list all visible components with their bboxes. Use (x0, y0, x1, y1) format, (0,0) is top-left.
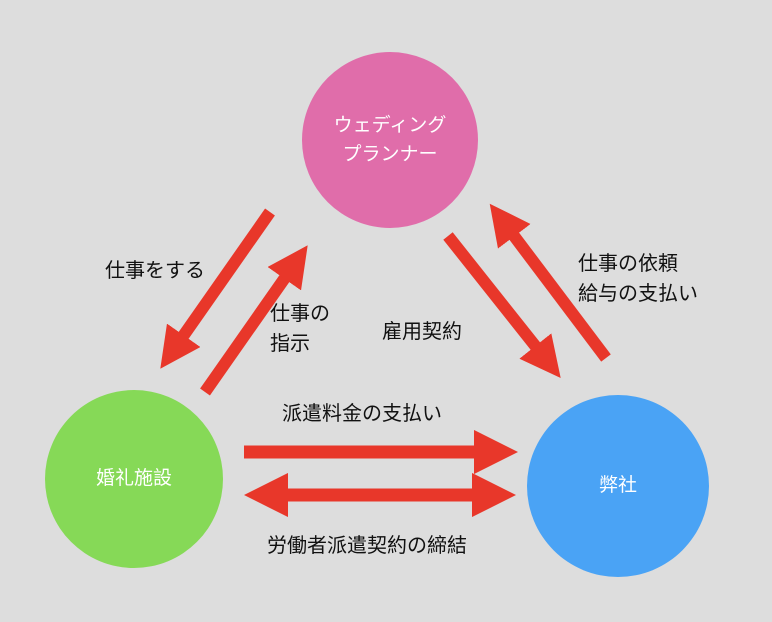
arrow-company-to-planner (489, 203, 611, 362)
request-line2: 給与の支払い (578, 281, 698, 305)
planner-label-line2: プランナー (342, 143, 438, 165)
wedding-venue-node: 婚礼施設 (45, 390, 223, 568)
arrow-planner-to-venue (160, 208, 275, 369)
instruction-line2: 指示 (270, 331, 310, 355)
venue-label: 婚礼施設 (95, 467, 172, 490)
arrow-planner-to-company (443, 232, 561, 378)
arrow-venue-to-planner (200, 245, 308, 396)
request-line1: 仕事の依頼 (578, 251, 678, 275)
our-company-node: 弊社 (527, 395, 709, 577)
label-dispatch-contract: 労働者派遣契約の締結 (267, 533, 467, 557)
wedding-planner-node: ウェディング プランナー (302, 52, 478, 228)
label-work-instruction: 仕事の 指示 (270, 298, 330, 358)
company-label: 弊社 (598, 474, 637, 497)
label-employment-contract: 雇用契約 (382, 319, 462, 343)
label-work-request-salary: 仕事の依頼 給与の支払い (578, 248, 698, 308)
planner-label-line1: ウェディング (333, 113, 447, 136)
label-dispatch-fee-payment: 派遣料金の支払い (282, 401, 442, 425)
instruction-line1: 仕事の (270, 301, 330, 325)
label-do-work: 仕事をする (105, 258, 205, 282)
